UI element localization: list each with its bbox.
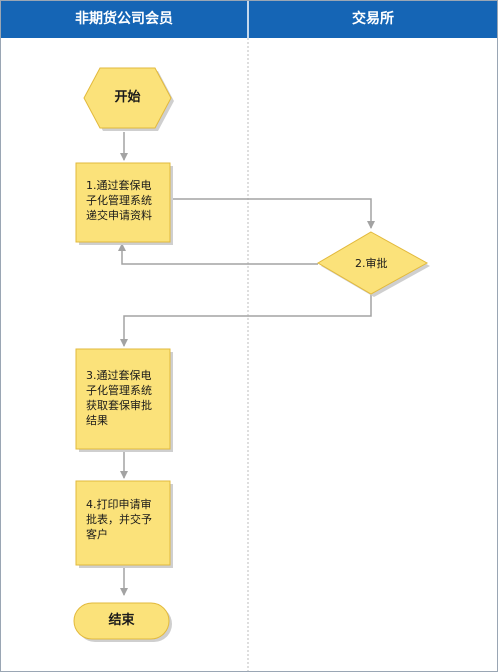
connector-step2-to-step3 bbox=[120, 294, 372, 347]
step4-node bbox=[75, 480, 171, 566]
lane-title-exchange: 交易所 bbox=[352, 11, 394, 27]
connector-step1-to-step2 bbox=[170, 198, 375, 229]
step3-label: 3.通过套保电 子化管理系统 获取套保审批 结果 bbox=[86, 369, 152, 427]
start-label: 开始 bbox=[114, 90, 141, 105]
step2-node bbox=[317, 231, 429, 295]
step1-node bbox=[75, 162, 171, 243]
end-node bbox=[73, 602, 170, 640]
header-band bbox=[1, 1, 497, 38]
start-node bbox=[83, 67, 172, 129]
step4-label: 4.打印申请审 批表，并交予 客户 bbox=[86, 498, 152, 541]
step3-node bbox=[75, 348, 171, 450]
connector-step2-back-to-step1 bbox=[118, 243, 318, 265]
end-label: 结束 bbox=[108, 613, 135, 628]
lane-title-member: 非期货公司会员 bbox=[75, 11, 173, 27]
step2-label: 2.审批 bbox=[355, 257, 388, 270]
shapes bbox=[73, 67, 429, 640]
step1-label: 1.通过套保电 子化管理系统 递交申请资料 bbox=[86, 179, 152, 222]
connectors bbox=[118, 132, 375, 596]
